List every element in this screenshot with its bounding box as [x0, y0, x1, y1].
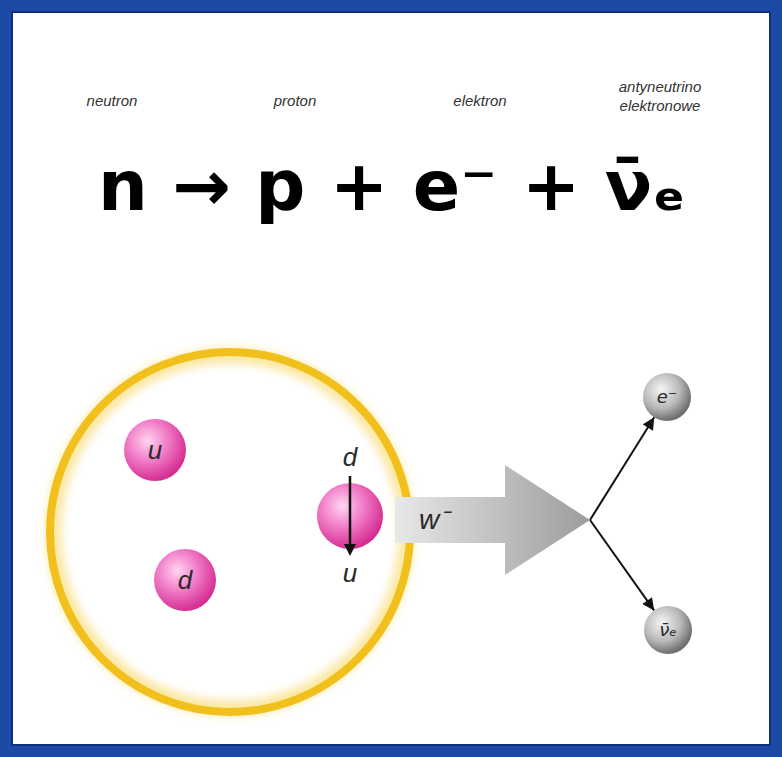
- quark-symbol: u: [343, 560, 357, 586]
- neutron-circle: [50, 352, 410, 712]
- particle-symbol: e⁻: [657, 388, 678, 406]
- panel: [12, 12, 770, 745]
- decay-product-line: [590, 520, 654, 610]
- particle-name: antyneutrino elektronowe: [605, 78, 715, 116]
- quark-symbol: d: [343, 444, 357, 470]
- particle-name: neutron: [87, 92, 138, 111]
- block-arrow: [395, 465, 590, 575]
- particle-ball: e⁻: [643, 373, 691, 421]
- quark-sphere: [124, 419, 186, 481]
- quark-symbol: d: [178, 567, 192, 593]
- quark-ball: d: [154, 549, 216, 611]
- quark-ball: du: [314, 440, 386, 590]
- particle-sphere: [644, 606, 692, 654]
- particle-symbol: ν̄ₑ: [659, 621, 677, 639]
- particle-name: proton: [274, 92, 317, 111]
- particle-ball: ν̄ₑ: [644, 606, 692, 654]
- arrow-head: [344, 544, 356, 556]
- quark-ball: u: [124, 419, 186, 481]
- particle-sphere: [643, 373, 691, 421]
- decay-equation: n → p + e⁻ + ν̄ₑ: [98, 148, 686, 225]
- boson-arrow: w⁻: [395, 465, 590, 575]
- quark-sphere: [154, 549, 216, 611]
- flavour-change-arrow: [349, 476, 352, 548]
- particle-name: elektron: [453, 92, 506, 111]
- quark-symbol: u: [148, 437, 162, 463]
- boson-label: w⁻: [419, 506, 448, 534]
- decay-product-line: [590, 417, 654, 520]
